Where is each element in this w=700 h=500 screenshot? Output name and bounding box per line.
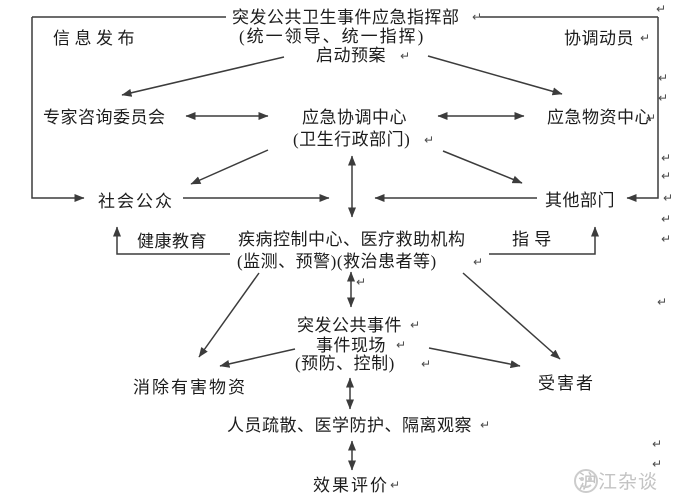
paragraph-mark: ↵ [473,255,484,269]
paragraph-mark: ↵ [658,71,669,85]
paragraph-mark: ↵ [652,437,663,451]
paragraph-mark: ↵ [646,111,657,125]
node-cdc-line2: (监测、预警)(救治患者等) [237,252,437,271]
node-victims: 受害者 [538,374,595,393]
arrow-cdc-to-remove-hazard [198,272,260,358]
diagram-title: 突发公共卫生事件应急指挥部 [232,8,460,27]
paragraph-mark: ↵ [480,418,491,432]
arrow-guidance-to-other-departments [489,226,599,255]
node-start-plan: 启动预案 [316,46,386,65]
node-coordination-center: 应急协调中心 [302,108,407,127]
paragraph-mark: ↵ [390,478,401,492]
node-event-line3: (预防、控制) [295,354,395,373]
arrow-coordination-to-public [190,149,269,185]
arrow-cdc-to-victims [462,272,561,360]
label-health-education: 健康教育 [137,232,207,251]
paragraph-mark: ↵ [663,191,674,205]
node-remove-hazard: 消除有害物资 [133,378,247,397]
node-cdc-line1: 疾病控制中心、医疗救助机构 [238,230,466,249]
node-coordinate-mobilize: 协调动员 [564,29,634,48]
paragraph-mark: ↵ [661,232,672,246]
arrow-plan-to-supplies-center [427,55,563,96]
node-info-release: 信息发布 [53,29,139,48]
node-evaluation: 效果评价 [313,476,389,495]
arrow-mobilize-to-other-departments [626,17,659,202]
header-subtitle: (统一领导、统一指挥) [239,27,426,46]
node-event-line2: 事件现场 [316,336,386,355]
paragraph-mark: ↵ [657,295,668,309]
arrow-plan-to-expert-committee [121,56,285,97]
paragraph-mark: ↵ [661,212,672,226]
paragraph-mark: ↵ [661,169,672,183]
arrow-event-to-victims [428,347,521,369]
node-public: 社会公众 [98,192,174,211]
watermark-text: 沪江杂谈 [578,472,659,493]
watermark: 沪江杂谈 [572,467,658,494]
paragraph-mark: ↵ [658,91,669,105]
node-coordination-center-sub: (卫生行政部门) [293,130,411,149]
paragraph-mark: ↵ [661,151,672,165]
paragraph-mark: ↵ [356,275,367,289]
node-evacuation: 人员疏散、医学防护、隔离观察 [227,416,472,435]
node-other-departments: 其他部门 [545,191,615,210]
paragraph-mark: ↵ [640,31,651,45]
paragraph-mark: ↵ [410,318,421,332]
paragraph-mark: ↵ [400,49,411,63]
node-supplies-center: 应急物资中心 [547,108,652,127]
paragraph-mark: ↵ [424,133,435,147]
arrow-health-education-to-public [113,226,230,255]
paragraph-mark: ↵ [656,2,667,16]
arrow-info-release-to-public [31,17,85,202]
arrow-coordination-to-other-departments [442,150,523,184]
node-expert-committee: 专家咨询委员会 [43,108,166,127]
watermark-logo-icon [574,469,598,493]
paragraph-mark: ↵ [421,357,432,371]
paragraph-mark: ↵ [472,10,483,24]
label-guidance: 指 导 [512,230,552,249]
paragraph-mark: ↵ [396,338,407,352]
node-event-line1: 突发公共事件 [297,316,402,335]
paragraph-mark: ↵ [652,457,663,471]
arrow-event-to-remove-hazard [219,348,296,368]
